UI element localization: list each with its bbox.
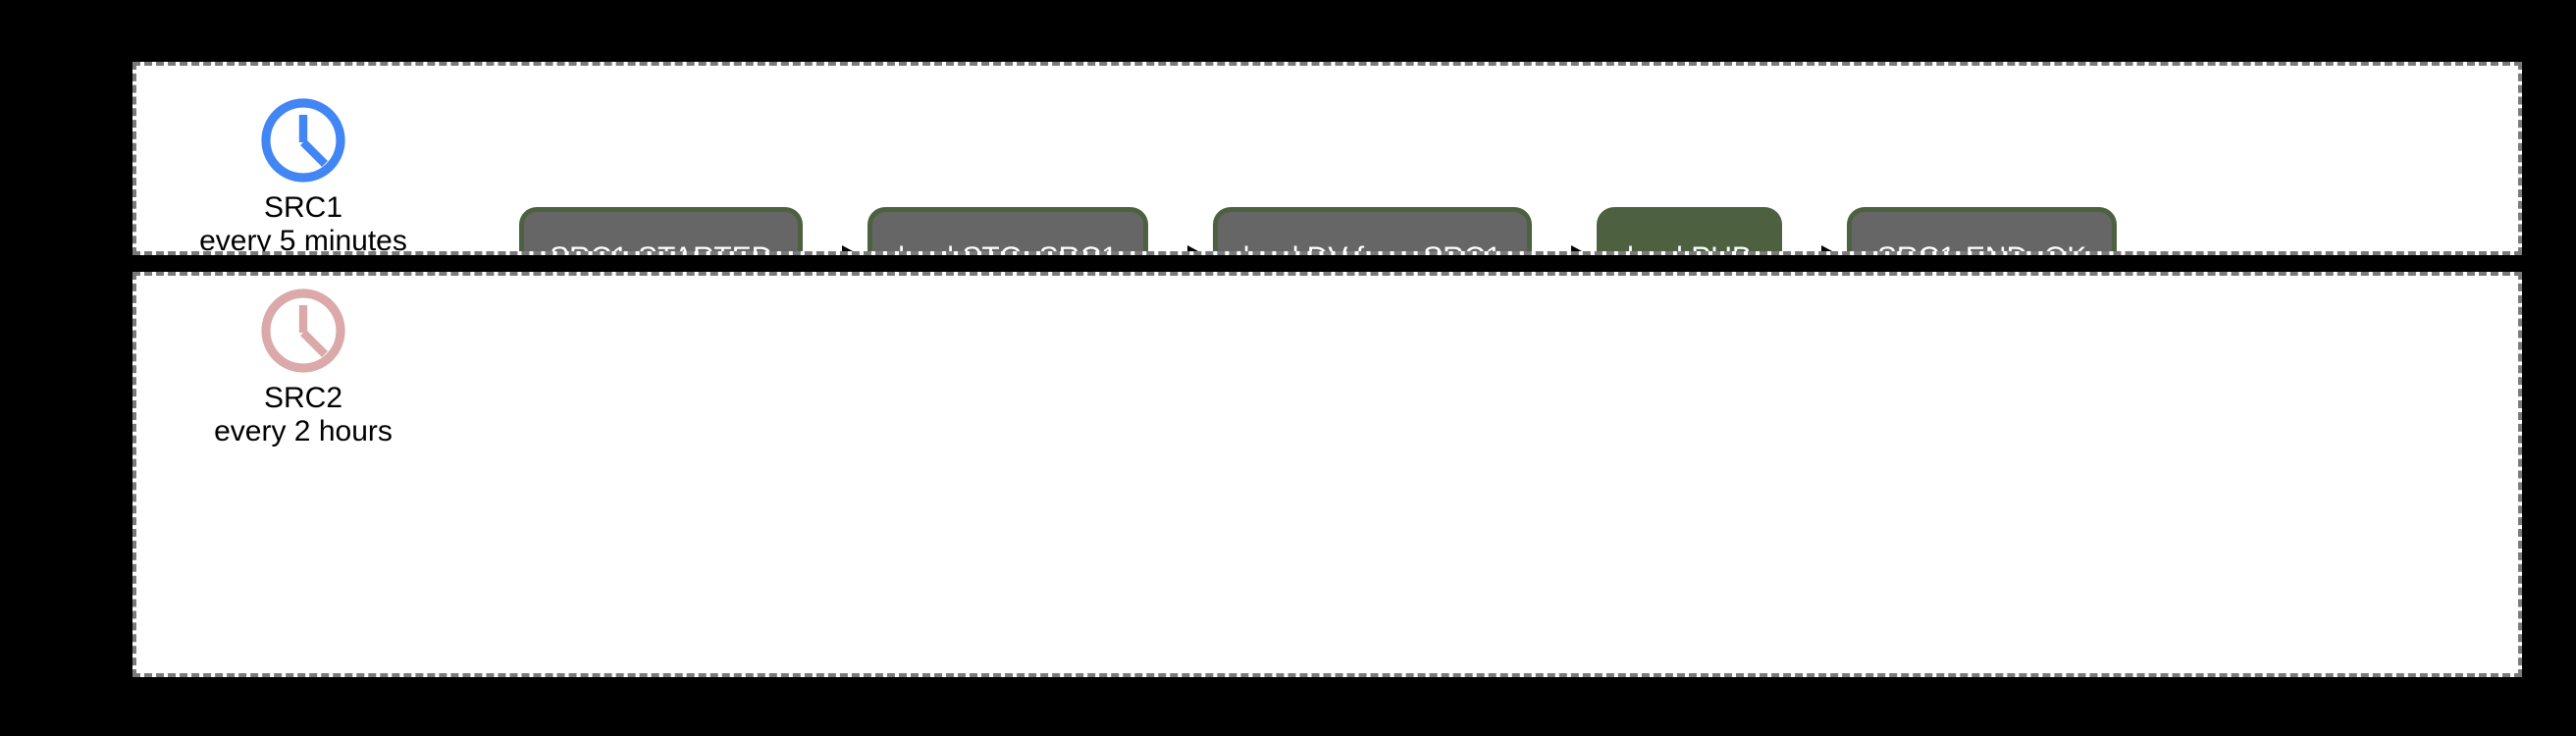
pipeline-container-src2: SRC2 every 2 hours SRC2-STARTED load STG… [132, 272, 2522, 677]
task-node-load-dv-from-src1[interactable]: load DV from SRC1 [1212, 207, 1533, 251]
task-node-load-stg-src1[interactable]: load STG_SRC1 [867, 207, 1148, 251]
task-node-src1-end-ok[interactable]: SRC1-END_OK [1846, 207, 2118, 251]
trigger-src1[interactable]: SRC1 every 5 minutes [190, 93, 416, 255]
arrow-icon [1532, 207, 1597, 251]
trigger-name-src2: SRC2 [263, 382, 343, 414]
trigger-src2[interactable]: SRC2 every 2 hours [190, 284, 416, 447]
trigger-name-src1: SRC1 [263, 191, 343, 224]
arrow-icon [803, 207, 867, 251]
arrow-icon [1148, 207, 1213, 251]
task-node-src1-started[interactable]: SRC1-STARTED [519, 207, 804, 251]
task-node-load-pub[interactable]: load PUB [1597, 207, 1782, 251]
trigger-schedule-src1: every 5 minutes [199, 224, 407, 255]
trigger-schedule-src2: every 2 hours [214, 414, 393, 447]
pipeline-container-src1: SRC1 every 5 minutes SRC1-STARTED load S… [132, 62, 2522, 255]
task-flow-src1: SRC1-STARTED load STG_SRC1 load DV from … [519, 207, 2118, 251]
clock-icon [256, 93, 350, 187]
clock-icon [256, 284, 350, 378]
arrow-icon [1782, 207, 1847, 251]
